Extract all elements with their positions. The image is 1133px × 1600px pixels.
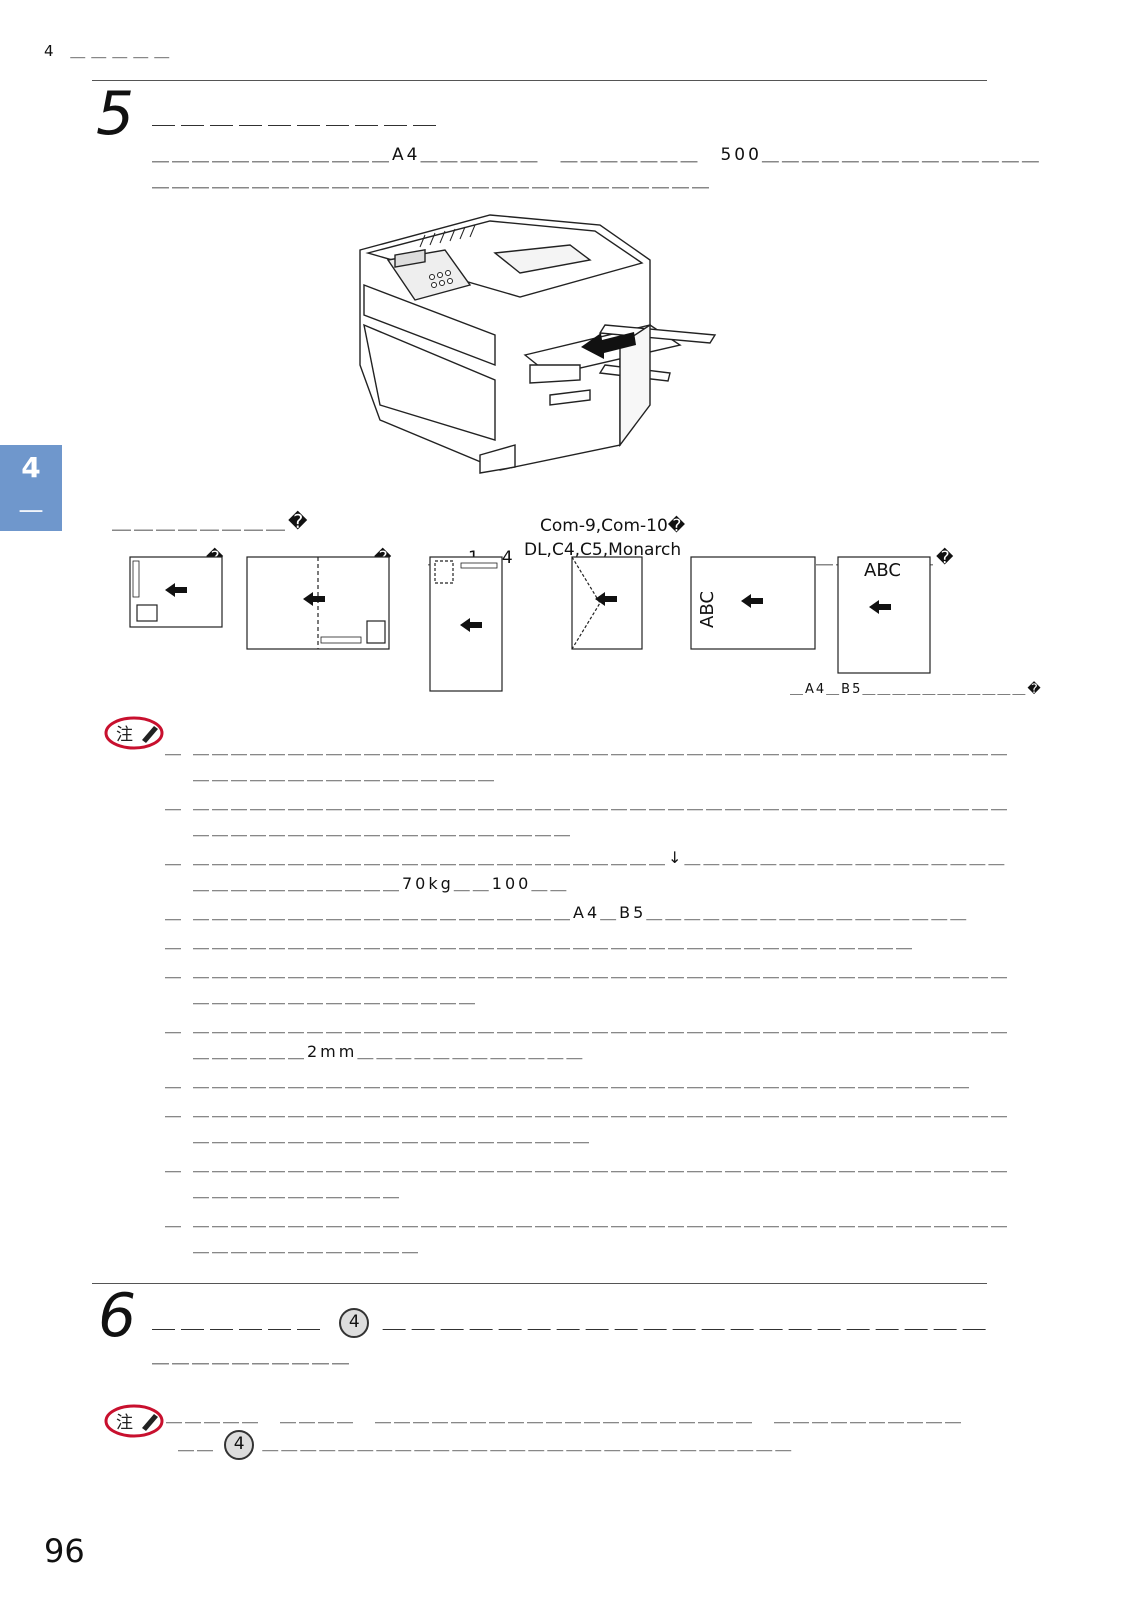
page-number: 96 <box>44 1532 85 1570</box>
note-item: ＿＿＿＿＿＿＿＿＿＿＿＿＿＿＿＿＿＿＿＿＿＿＿＿＿＿＿＿＿＿＿＿＿＿＿＿＿＿＿＿… <box>165 1016 1011 1061</box>
chapter-tab-number: 4 <box>21 451 41 484</box>
step6-subtext: ＿＿＿＿＿＿＿＿＿＿ <box>152 1347 352 1367</box>
step6-title: ＿＿＿＿＿＿ 4 ＿＿＿＿＿＿＿＿＿＿＿＿＿＿＿＿＿＿＿＿＿ <box>152 1300 992 1338</box>
note2-line2-pre: ＿＿ <box>178 1434 217 1453</box>
step5-body-line2: ＿＿＿＿＿＿＿＿＿＿＿＿＿＿＿＿＿＿＿＿＿＿＿＿＿＿＿＿ <box>152 171 712 191</box>
note2-circled-number: 4 <box>224 1430 255 1460</box>
envelope-sizes-line1: Com-9,Com-10� <box>540 516 686 536</box>
step6-title-pre: ＿＿＿＿＿＿ <box>152 1307 326 1333</box>
note-item: ＿＿＿＿＿＿＿＿＿＿＿＿＿＿＿＿＿＿＿＿＿A4＿B5＿＿＿＿＿＿＿＿＿＿＿＿＿＿… <box>165 903 970 922</box>
note2-line1: ＿＿＿＿＿ ＿＿＿＿ ＿＿＿＿＿＿＿＿＿＿＿＿＿＿＿＿＿＿＿＿ ＿＿＿＿＿＿＿＿… <box>166 1406 965 1425</box>
printer-illustration <box>359 214 717 474</box>
step5-title: ＿＿＿＿＿＿＿＿＿＿ <box>152 103 442 129</box>
note-item: ＿＿＿＿＿＿＿＿＿＿＿＿＿＿＿＿＿＿＿＿＿＿＿＿＿＿＿＿＿＿＿＿＿＿＿＿＿＿＿＿… <box>165 793 1011 838</box>
note-item: ＿＿＿＿＿＿＿＿＿＿＿＿＿＿＿＿＿＿＿＿＿＿＿＿＿＿＿＿＿＿＿＿＿＿＿＿＿＿＿＿… <box>165 1071 973 1090</box>
media-orientation-diagrams <box>129 556 931 692</box>
note-item: ＿＿＿＿＿＿＿＿＿＿＿＿＿＿＿＿＿＿＿＿＿＿＿＿＿＿＿＿＿＿＿＿＿＿＿＿＿＿＿ <box>165 932 916 951</box>
caution-icon: 注 <box>104 716 164 750</box>
caution-notes: ＿＿＿＿＿＿＿＿＿＿＿＿＿＿＿＿＿＿＿＿＿＿＿＿＿＿＿＿＿＿＿＿＿＿＿＿＿＿＿ ＿… <box>165 735 1025 1262</box>
note-item: ＿＿＿＿＿＿＿＿＿＿＿＿＿＿＿＿＿＿＿＿＿＿＿＿＿＿＿＿＿＿＿＿＿＿＿＿＿＿＿＿… <box>165 1100 1011 1145</box>
abc-upright: ABC <box>864 560 901 581</box>
note-item: ＿＿＿＿＿＿＿＿＿＿＿＿＿＿＿＿＿＿＿＿＿＿＿＿＿＿＿＿＿＿＿＿＿＿＿＿＿＿＿＿… <box>165 1155 1011 1200</box>
letterhead-portrait-shape <box>837 556 931 674</box>
step6-circled-number: 4 <box>339 1308 370 1338</box>
note2-line2-post: ＿＿＿＿＿＿＿＿＿＿＿＿＿＿＿＿＿＿＿＿＿＿＿＿＿＿＿＿ <box>262 1434 795 1453</box>
step6-title-post: ＿＿＿＿＿＿＿＿＿＿＿＿＿＿＿＿＿＿＿＿＿ <box>382 1307 992 1333</box>
caution-icon: 注 <box>104 1404 164 1438</box>
chapter-tab-sub: ＿ <box>19 490 42 515</box>
media-footnote: ＿A4＿B5＿＿＿＿＿＿＿＿＿＿＿� <box>790 682 1043 697</box>
note-item: ＿＿＿＿＿＿＿＿＿＿＿＿＿＿＿＿＿＿＿＿＿＿＿＿＿＿＿＿＿＿＿＿＿＿＿＿＿＿＿＿… <box>165 738 1011 783</box>
top-rule <box>92 80 987 81</box>
note2-line2: ＿＿ 4 ＿＿＿＿＿＿＿＿＿＿＿＿＿＿＿＿＿＿＿＿＿＿＿＿＿＿＿＿ <box>178 1430 794 1460</box>
note-item: ＿＿＿＿＿＿＿＿＿＿＿＿＿＿＿＿＿＿＿＿＿＿＿＿＿＿↓＿＿＿＿＿＿＿＿＿＿＿＿＿… <box>165 848 1008 893</box>
envelope-flap-shape <box>571 556 643 650</box>
step-number-6: 6 <box>98 1281 137 1351</box>
step5-body-line1: ＿＿＿＿＿＿＿＿＿＿＿＿A4＿＿＿＿＿＿ ＿＿＿＿＿＿＿ 500＿＿＿＿＿＿＿＿… <box>152 145 1042 165</box>
step-number-5: 5 <box>96 79 135 149</box>
svg-text:注: 注 <box>116 725 133 745</box>
svg-text:注: 注 <box>116 1413 133 1433</box>
step6-rule <box>92 1283 987 1284</box>
chapter-tab: 4 ＿ <box>0 445 62 531</box>
note-item: ＿＿＿＿＿＿＿＿＿＿＿＿＿＿＿＿＿＿＿＿＿＿＿＿＿＿＿＿＿＿＿＿＿＿＿＿＿＿＿＿… <box>165 1210 1011 1255</box>
envelope-sizes-line2: DL,C4,C5,Monarch <box>524 540 682 560</box>
note-item: ＿＿＿＿＿＿＿＿＿＿＿＿＿＿＿＿＿＿＿＿＿＿＿＿＿＿＿＿＿＿＿＿＿＿＿＿＿＿＿＿… <box>165 961 1011 1006</box>
abc-rotated: ABC <box>697 591 718 628</box>
running-header: 4 ＿＿＿＿＿ <box>44 42 176 60</box>
media-heading: ＿＿＿＿＿＿＿＿� <box>112 511 311 533</box>
